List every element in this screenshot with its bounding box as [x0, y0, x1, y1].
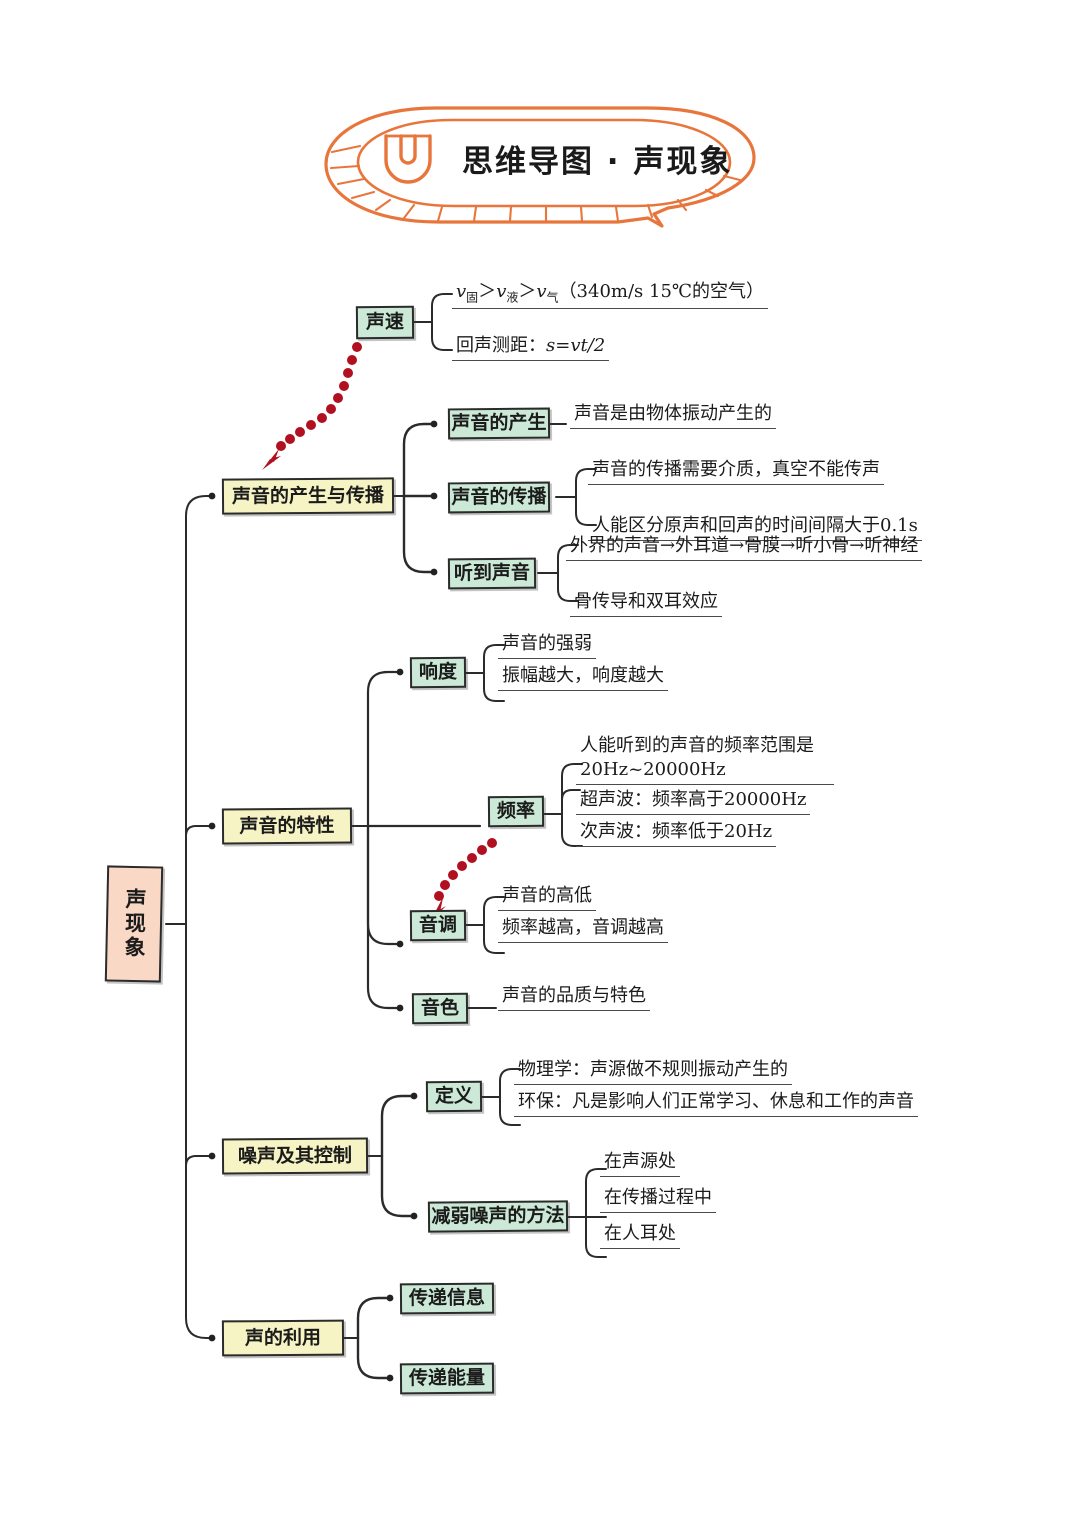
topic-node-definition[interactable]: 定义 — [425, 1080, 483, 1113]
branch-node-production-propagation[interactable]: 声音的产生与传播 — [221, 477, 395, 515]
branch-node-noise-control[interactable]: 噪声及其控制 — [221, 1137, 369, 1175]
leaf-reduce-at-ear: 在人耳处 — [600, 1222, 680, 1249]
leaf-definition-environment: 环保：凡是影响人们正常学习、休息和工作的声音 — [514, 1090, 918, 1117]
topic-node-sound-production[interactable]: 声音的产生 — [447, 407, 551, 440]
leaf-timbre-1: 声音的品质与特色 — [498, 984, 650, 1011]
red-dotted-arrow-speed — [262, 342, 362, 470]
topic-node-loudness[interactable]: 响度 — [409, 656, 467, 689]
branch-node-sound-characteristics[interactable]: 声音的特性 — [221, 807, 353, 845]
leaf-pitch-2: 频率越高，音调越高 — [498, 916, 668, 943]
topic-node-frequency[interactable]: 频率 — [487, 795, 545, 828]
banner-shape — [324, 106, 756, 228]
magnet-logo-icon — [384, 134, 432, 184]
leaf-reduce-in-transit: 在传播过程中 — [600, 1186, 716, 1213]
leaf-propagation-1: 声音的传播需要介质，真空不能传声 — [588, 458, 884, 485]
title-banner: 思维导图 · 声现象 — [318, 100, 768, 230]
leaf-hearing-2: 骨传导和双耳效应 — [570, 590, 722, 617]
leaf-loudness-1: 声音的强弱 — [498, 632, 596, 659]
leaf-production-1: 声音是由物体振动产生的 — [570, 402, 776, 429]
topic-node-noise-reduction-methods[interactable]: 减弱噪声的方法 — [427, 1200, 569, 1233]
leaf-loudness-2: 振幅越大，响度越大 — [498, 664, 668, 691]
topic-node-transmit-energy[interactable]: 传递能量 — [399, 1362, 495, 1395]
leaf-propagation-2: 人能区分原声和回声的时间间隔大于0.1s — [588, 514, 922, 541]
topic-node-transmit-information[interactable]: 传递信息 — [399, 1282, 495, 1315]
topic-node-pitch[interactable]: 音调 — [409, 909, 467, 942]
topic-node-timbre[interactable]: 音色 — [411, 992, 469, 1025]
topic-node-hearing-sound[interactable]: 听到声音 — [447, 557, 537, 590]
root-node[interactable]: 声现象 — [104, 865, 164, 983]
leaf-definition-physics: 物理学：声源做不规则振动产生的 — [514, 1058, 792, 1085]
topic-node-sound-speed[interactable]: 声速 — [355, 305, 415, 340]
branch-node-sound-use[interactable]: 声的利用 — [221, 1319, 345, 1357]
leaf-echo-distance: 回声测距：s=vt/2 — [452, 334, 610, 361]
leaf-infrasound: 次声波：频率低于20Hz — [576, 820, 777, 847]
leaf-ultrasound: 超声波：频率高于20000Hz — [576, 788, 811, 815]
topic-node-sound-propagation[interactable]: 声音的传播 — [447, 481, 551, 514]
banner-title: 思维导图 · 声现象 — [462, 144, 733, 180]
leaf-pitch-1: 声音的高低 — [498, 884, 596, 911]
leaf-reduce-at-source: 在声源处 — [600, 1150, 680, 1177]
leaf-hearing-1: 外界的声音→外耳道→骨膜→听小骨→听神经 — [566, 534, 923, 561]
connector-bullets — [208, 420, 438, 1382]
leaf-speed-order: v固＞v液＞v气（340m/s 15℃的空气） — [452, 280, 769, 310]
